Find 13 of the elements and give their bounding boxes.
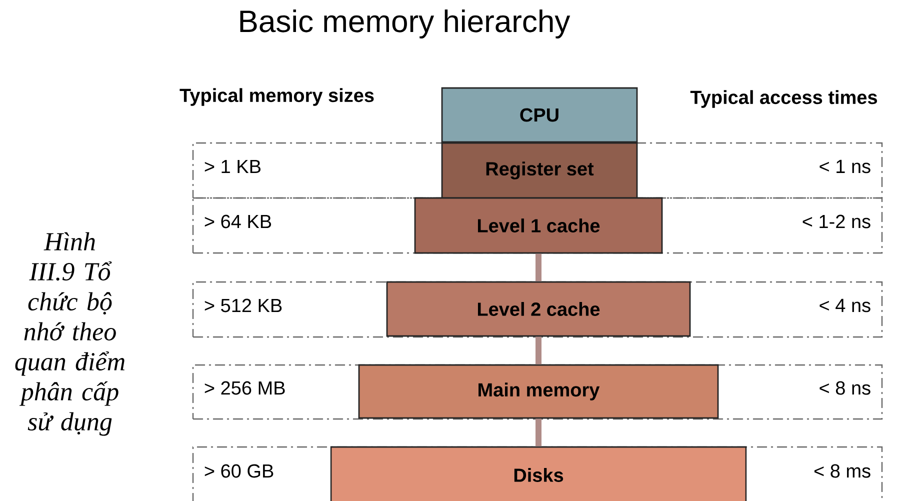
memory-box: CPU xyxy=(441,87,638,143)
caption: Hình III.9 Tổ chức bộ nhớ theo quan điểm phân cấp sử dụng xyxy=(15,232,125,436)
memory-box: Register set xyxy=(441,142,638,199)
memory-box: Main memory xyxy=(358,364,719,419)
memory-box: Disks xyxy=(330,446,747,501)
title: Basic memory hierarchy xyxy=(240,10,570,38)
memory-box: Level 1 cache xyxy=(414,197,663,254)
connector-line xyxy=(536,254,542,282)
connector-line xyxy=(536,418,542,446)
connector-line xyxy=(536,336,542,364)
column-heading: Typical memory sizes xyxy=(180,88,374,106)
memory-box: Level 2 cache xyxy=(386,281,691,337)
column-heading: Typical access times xyxy=(690,90,878,108)
